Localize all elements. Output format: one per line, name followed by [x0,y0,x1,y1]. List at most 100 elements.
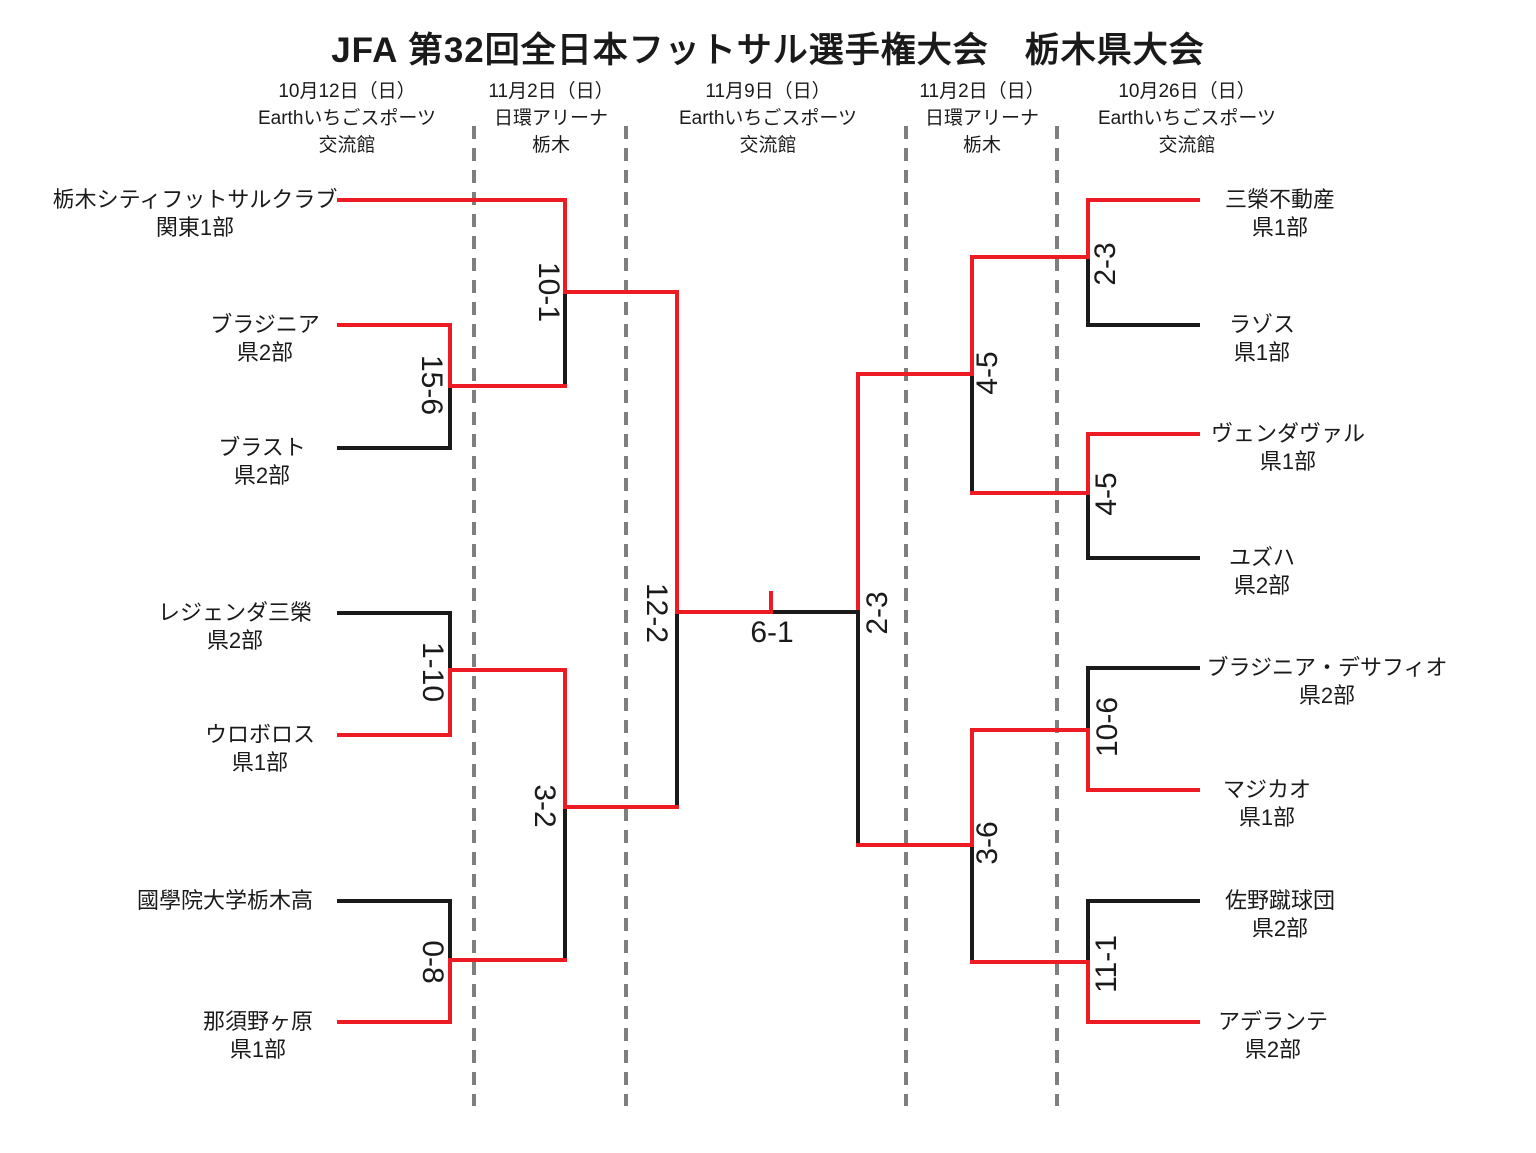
match-score: 1-10 [416,641,449,703]
bracket-line [448,668,452,737]
round-date: 10月26日（日） [1118,81,1256,102]
bracket-line [563,198,567,294]
bracket-line [1086,960,1090,1024]
team-division: 県2部 [1244,1037,1302,1062]
bracket-line [1086,323,1200,327]
team-label: レジェンダ三榮県2部 [55,599,415,655]
team-name: ブラジニア [210,312,320,337]
team-label: ウロボロス県1部 [80,721,440,777]
team-name: レジェンダ三榮 [157,600,312,625]
team-division: 県2部 [1251,916,1309,941]
team-division: 関東1部 [155,215,235,240]
venue-divider-line [472,126,476,1106]
bracket-line [1086,1020,1200,1024]
match-score: 12-2 [640,582,673,644]
team-division: 県1部 [1233,340,1291,365]
round-venue-line: 交流館 [739,135,797,156]
match-score: 11-1 [1090,935,1123,993]
round-header: 11月2日（日）日環アリーナ栃木 [822,78,1142,159]
round-header: 10月26日（日）Earthいちごスポーツ交流館 [1027,78,1347,159]
bracket-line [675,610,773,614]
bracket-line [1086,666,1200,670]
bracket-line [856,843,974,847]
bracket-line [970,372,974,495]
team-label: 國學院大学栃木高 [45,887,405,915]
team-name: ブラスト [218,435,306,460]
team-name: ユズハ [1228,545,1295,570]
team-division: 県2部 [1298,683,1356,708]
team-label: ブラスト県2部 [82,434,442,490]
match-score: 0-8 [416,940,449,984]
match-score: 6-1 [750,616,794,649]
team-division: 県1部 [1259,449,1317,474]
match-score: 3-2 [528,784,561,828]
champion-tick [769,591,773,614]
team-name: アデランテ [1217,1009,1328,1034]
round-venue-line: 交流館 [1158,135,1216,156]
round-date: 11月9日（日） [705,81,831,102]
bracket-line [448,958,452,1024]
bracket-line [675,290,679,614]
match-score: 10-1 [532,261,565,323]
team-name: 國學院大学栃木高 [136,888,313,913]
bracket-line [448,668,567,672]
bracket-line [1086,491,1090,560]
bracket-line [970,728,1090,732]
bracket-line [970,491,1090,495]
team-division: 県2部 [1233,573,1291,598]
team-label: 那須野ヶ原県1部 [78,1008,438,1064]
bracket-line [1086,255,1090,327]
bracket-line [448,384,452,450]
bracket-line [337,611,452,615]
match-score: 15-6 [415,354,448,416]
round-date: 11月2日（日） [488,81,614,102]
bracket-line [1086,788,1200,792]
bracket-line [1086,556,1200,560]
bracket-line [563,668,567,809]
round-venue-line: Earthいちごスポーツ [678,108,858,129]
bracket-line [675,610,679,809]
team-label: ラゾス県1部 [1082,311,1442,367]
team-name: 栃木シティフットサルクラブ [52,187,338,212]
team-division: 県1部 [1251,215,1309,240]
team-division: 県1部 [231,750,289,775]
round-header: 11月2日（日）日環アリーナ栃木 [391,78,711,159]
round-venue-line: 栃木 [962,135,1001,156]
team-name: ヴェンダヴァル [1210,421,1365,446]
team-name: ブラジニア・デサフィオ [1206,655,1448,680]
team-label: ユズハ県2部 [1082,544,1442,600]
bracket-line [337,733,452,737]
bracket-line [856,610,860,847]
match-score: 3-6 [971,821,1004,865]
bracket-line [337,899,452,903]
bracket-line [337,446,452,450]
bracket-line [856,372,860,614]
bracket-line [970,843,974,964]
venue-divider-line [624,126,628,1106]
team-label: 佐野蹴球団県2部 [1100,887,1460,943]
round-venue-line: 日環アリーナ [924,108,1039,129]
bracket-line [1086,432,1200,436]
venue-divider-line [1055,126,1059,1106]
team-name: 那須野ヶ原 [202,1009,313,1034]
match-score: 4-5 [971,351,1004,395]
round-header: 10月12日（日）Earthいちごスポーツ交流館 [187,78,507,159]
bracket-line [856,372,974,376]
bracket-line [1086,666,1090,732]
round-date: 10月12日（日） [278,81,416,102]
bracket-line [1086,198,1090,259]
bracket-line [769,610,860,614]
bracket-line [1086,432,1090,495]
bracket-line [337,323,452,327]
team-label: 三榮不動産県1部 [1100,186,1460,242]
bracket-line [970,255,1090,259]
team-label: マジカオ県1部 [1087,776,1447,832]
bracket-line [448,899,452,962]
bracket-line [970,960,1090,964]
round-venue-line: 日環アリーナ [493,108,608,129]
team-name: マジカオ [1222,777,1311,802]
bracket-line [1086,899,1090,964]
team-division: 県1部 [1238,805,1296,830]
bracket-line [1086,198,1200,202]
